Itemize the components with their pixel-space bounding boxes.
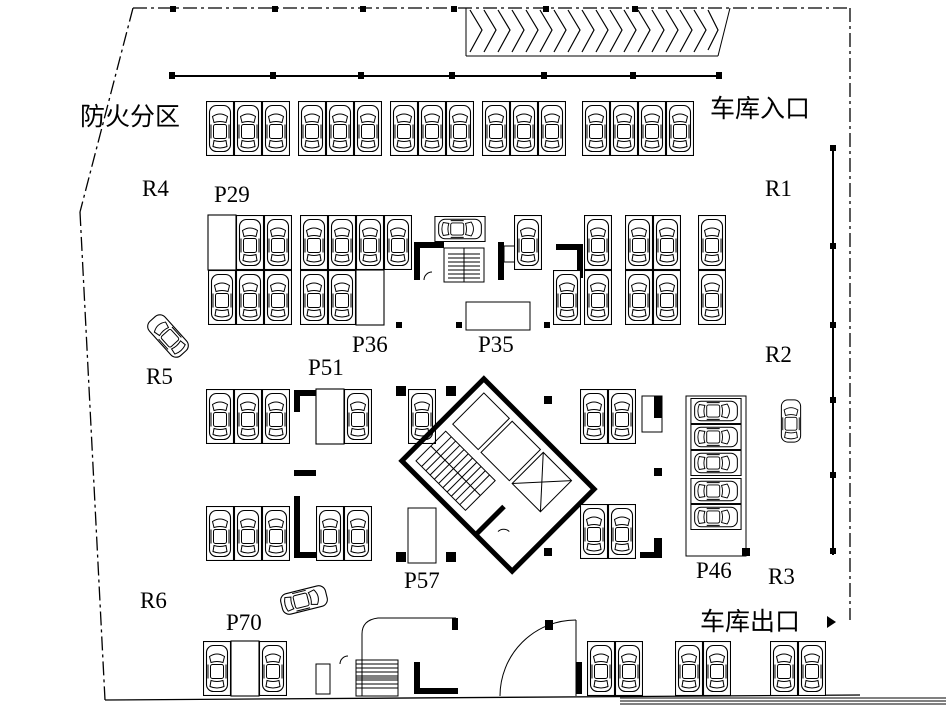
label-p29: P29 <box>214 182 250 207</box>
car-r5 <box>144 311 192 361</box>
label-r2: R2 <box>765 342 792 367</box>
stall-block-middle-right <box>581 390 663 559</box>
bottom-stair <box>315 617 582 697</box>
stall-row-top <box>207 102 694 156</box>
label-p35: P35 <box>478 332 514 357</box>
site-boundary <box>79 7 946 705</box>
label-fire-zone: 防火分区 <box>80 103 180 131</box>
label-r3: R3 <box>768 564 795 589</box>
car-p70 <box>279 584 329 616</box>
label-r6: R6 <box>140 588 167 613</box>
label-p51: P51 <box>308 355 344 380</box>
label-p70: P70 <box>226 610 262 635</box>
right-wall <box>830 145 836 555</box>
central-core <box>398 375 598 575</box>
top-beam <box>169 6 722 79</box>
label-p46: P46 <box>696 558 732 583</box>
label-p36: P36 <box>352 332 388 357</box>
label-garage-exit: 车库出口 <box>700 608 800 636</box>
label-r4: R4 <box>142 176 169 201</box>
stall-block-upper-left <box>207 214 412 326</box>
stall-block-upper-right <box>554 216 726 325</box>
stall-block-middle-left <box>207 386 456 476</box>
label-r5: R5 <box>146 364 173 389</box>
upper-stair-core <box>396 216 550 331</box>
label-p57: P57 <box>404 568 440 593</box>
exit-arrow-icon <box>827 616 836 628</box>
entrance-ramp <box>465 7 731 57</box>
label-r1: R1 <box>765 176 792 201</box>
label-garage-entrance: 车库入口 <box>710 95 810 123</box>
stall-block-lower-left <box>207 496 372 561</box>
stall-block-bottom <box>204 640 826 697</box>
stall-block-p46 <box>685 395 802 557</box>
